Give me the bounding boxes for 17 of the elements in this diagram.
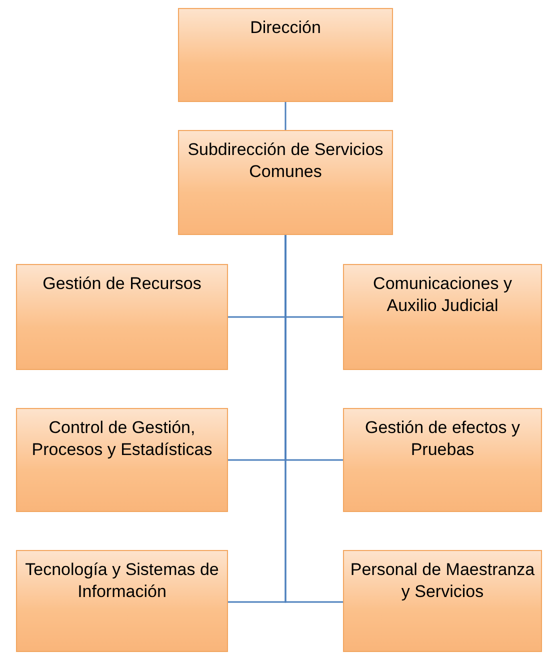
box-label: Control de Gestión, Procesos y Estadísticas bbox=[30, 417, 214, 461]
org-box bbox=[343, 550, 542, 652]
box-label: Personal de Maestranza y Servicios bbox=[349, 559, 536, 603]
box-label: Comunicaciones y Auxilio Judicial bbox=[372, 273, 513, 317]
org-box bbox=[343, 264, 542, 370]
connector-line bbox=[284, 102, 286, 130]
box-label: Dirección bbox=[250, 17, 321, 39]
box-label: Gestión de Recursos bbox=[42, 273, 202, 295]
box-label: Tecnología y Sistemas de Información bbox=[24, 559, 220, 603]
box-label: Subdirección de Servicios Comunes bbox=[186, 139, 384, 183]
org-box bbox=[16, 550, 228, 652]
org-box bbox=[343, 408, 542, 512]
org-box bbox=[16, 408, 228, 512]
org-box bbox=[178, 8, 393, 102]
org-box bbox=[178, 130, 393, 235]
org-box bbox=[16, 264, 228, 370]
box-label: Gestión de efectos y Pruebas bbox=[364, 417, 521, 461]
